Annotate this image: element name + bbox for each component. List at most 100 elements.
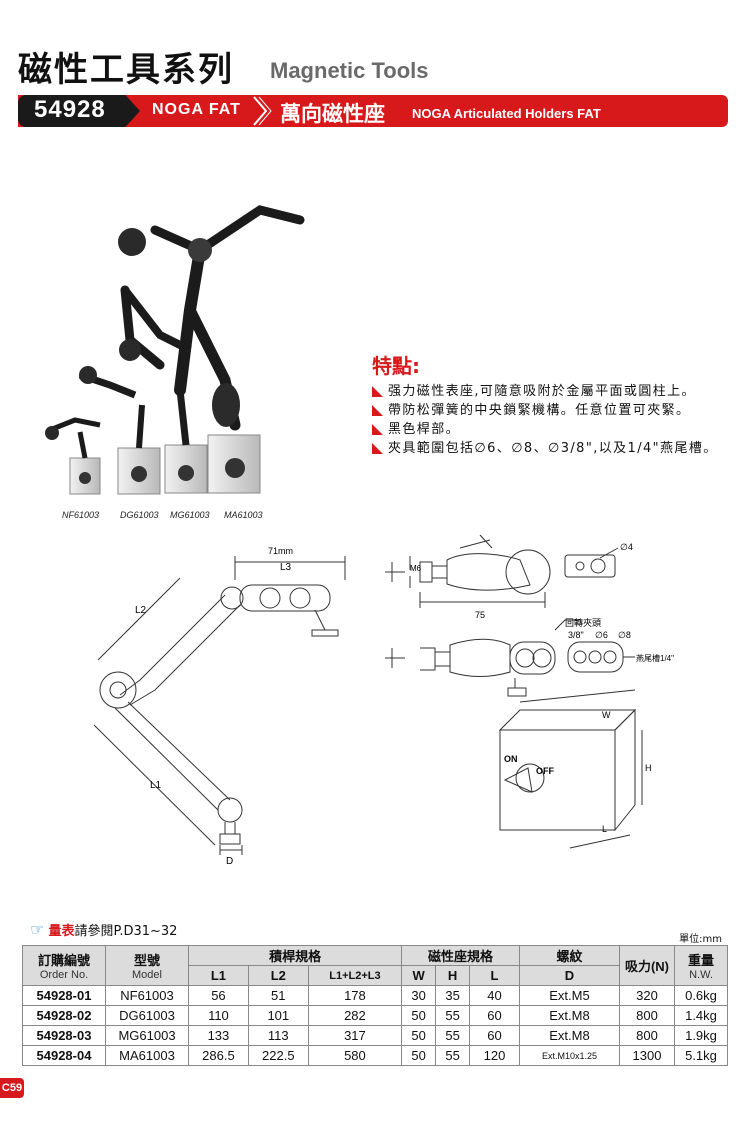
cell-force: 1300 (619, 1045, 675, 1066)
cell-h: 55 (435, 1025, 471, 1046)
base-h: H (645, 763, 652, 773)
caption-ma: MA61003 (224, 510, 263, 520)
dim-71: 71mm (268, 546, 293, 556)
page-number-tag: C59 (0, 1078, 24, 1098)
page-title-cn: 磁性工具系列 (18, 50, 234, 90)
clamp-8: ∅8 (618, 630, 631, 640)
cell-l2: 51 (247, 985, 309, 1006)
cell-model: NF61003 (105, 985, 189, 1006)
clamp-diagrams: M6 75 ∅4 回轉夾頭 3/8" ∅6 ∅8 燕尾槽1/4" W H L O… (385, 534, 674, 849)
th-force: 吸力(N) (619, 945, 675, 986)
feature-item: 帶防松彈簧的中央鎖緊機構。任意位置可夾緊。 (372, 401, 732, 420)
cell-order: 54928-04 (22, 1045, 106, 1066)
cell-l2: 113 (247, 1025, 309, 1046)
th-d: D (518, 965, 621, 986)
cell-order: 54928-03 (22, 1025, 106, 1046)
cell-weight: 5.1kg (674, 1045, 728, 1066)
dim-l3: L3 (280, 562, 292, 573)
cell-w: 50 (401, 1045, 437, 1066)
clamp-6: ∅6 (595, 630, 608, 640)
cell-l1: 133 (188, 1025, 249, 1046)
cell-h: 55 (435, 1045, 471, 1066)
cell-model: MA61003 (105, 1045, 189, 1066)
table-row: 54928-03 MG61003 133 113 317 50 55 60 Ex… (22, 1025, 728, 1046)
cell-l2: 101 (247, 1005, 309, 1026)
caption-dg: DG61003 (120, 510, 159, 520)
table-note: ☞ 量表請參閱P.D31~32 (30, 920, 177, 939)
chevron-right-icon (253, 96, 272, 126)
cell-l: 40 (469, 985, 520, 1006)
th-thread: 螺紋 (518, 945, 621, 966)
th-rod: 積桿規格 (187, 945, 403, 966)
th-l2: L2 (247, 965, 309, 986)
cell-weight: 0.6kg (674, 985, 728, 1006)
cell-h: 55 (435, 1005, 471, 1026)
cell-d: Ext.M5 (518, 985, 621, 1006)
features-title: 特點: (372, 354, 420, 378)
cell-d: Ext.M8 (518, 1025, 621, 1046)
feature-item: 夾具範圍包括∅6、∅8、∅3/8",以及1/4"燕尾槽。 (372, 439, 732, 458)
cell-l1: 110 (188, 1005, 249, 1026)
cell-weight: 1.4kg (674, 1005, 728, 1026)
cell-force: 800 (619, 1025, 675, 1046)
cell-weight: 1.9kg (674, 1025, 728, 1046)
table-row: 54928-04 MA61003 286.5 222.5 580 50 55 1… (22, 1045, 728, 1066)
feature-item: 强力磁性表座,可隨意吸附於金屬平面或圓柱上。 (372, 382, 732, 401)
clamp-38: 3/8" (568, 630, 584, 640)
th-l1: L1 (188, 965, 249, 986)
cell-h: 35 (435, 985, 471, 1006)
table-row: 54928-02 DG61003 110 101 282 50 55 60 Ex… (22, 1005, 728, 1026)
cell-w: 50 (401, 1025, 437, 1046)
dovetail-label: 燕尾槽1/4" (636, 653, 674, 663)
cell-d: Ext.M8 (518, 1005, 621, 1026)
th-h: H (435, 965, 471, 986)
cell-model: MG61003 (105, 1025, 189, 1046)
cell-d: Ext.M10x1.25 (518, 1045, 621, 1066)
brand-label: NOGA FAT (152, 101, 241, 118)
cell-l2: 222.5 (247, 1045, 309, 1066)
base-w: W (602, 710, 611, 720)
cell-l: 120 (469, 1045, 520, 1066)
caption-mg: MG61003 (170, 510, 210, 520)
dim-d: D (226, 856, 233, 867)
cell-l: 60 (469, 1005, 520, 1026)
cell-order: 54928-01 (22, 985, 106, 1006)
table-row: 54928-01 NF61003 56 51 178 30 35 40 Ext.… (22, 985, 728, 1006)
dim-l1: L1 (150, 780, 162, 791)
th-l: L (469, 965, 520, 986)
cell-model: DG61003 (105, 1005, 189, 1026)
cell-force: 800 (619, 1005, 675, 1026)
cell-sum: 580 (307, 1045, 403, 1066)
off-label: OFF (536, 766, 554, 776)
on-label: ON (504, 754, 518, 764)
caption-nf: NF61003 (62, 510, 100, 520)
th-w: W (401, 965, 437, 986)
base-l: L (602, 824, 607, 834)
unit-label: 單位:mm (679, 934, 722, 945)
product-name-en: NOGA Articulated Holders FAT (412, 106, 601, 121)
rotate-clamp-label: 回轉夾頭 (565, 617, 601, 628)
cell-sum: 282 (307, 1005, 403, 1026)
note-red: 量表 (48, 924, 75, 939)
page-title-en: Magnetic Tools (270, 58, 429, 83)
dim-m6: M6 (410, 564, 422, 573)
th-l123: L1+L2+L3 (307, 965, 403, 986)
product-code: 54928 (34, 96, 106, 123)
cell-order: 54928-02 (22, 1005, 106, 1026)
cell-l1: 56 (188, 985, 249, 1006)
cell-sum: 178 (307, 985, 403, 1006)
dim-l2: L2 (135, 605, 147, 616)
dim-dia4: ∅4 (620, 542, 633, 552)
product-code-box: 54928 (18, 95, 140, 127)
cell-force: 320 (619, 985, 675, 1006)
feature-item: 黑色桿部。 (372, 420, 732, 439)
cell-l: 60 (469, 1025, 520, 1046)
hand-point-icon: ☞ (30, 920, 45, 939)
product-name-cn: 萬向磁性座 (280, 102, 385, 126)
dimension-diagram: 71mm L3 L2 L1 D (93, 546, 346, 867)
cell-w: 30 (401, 985, 437, 1006)
